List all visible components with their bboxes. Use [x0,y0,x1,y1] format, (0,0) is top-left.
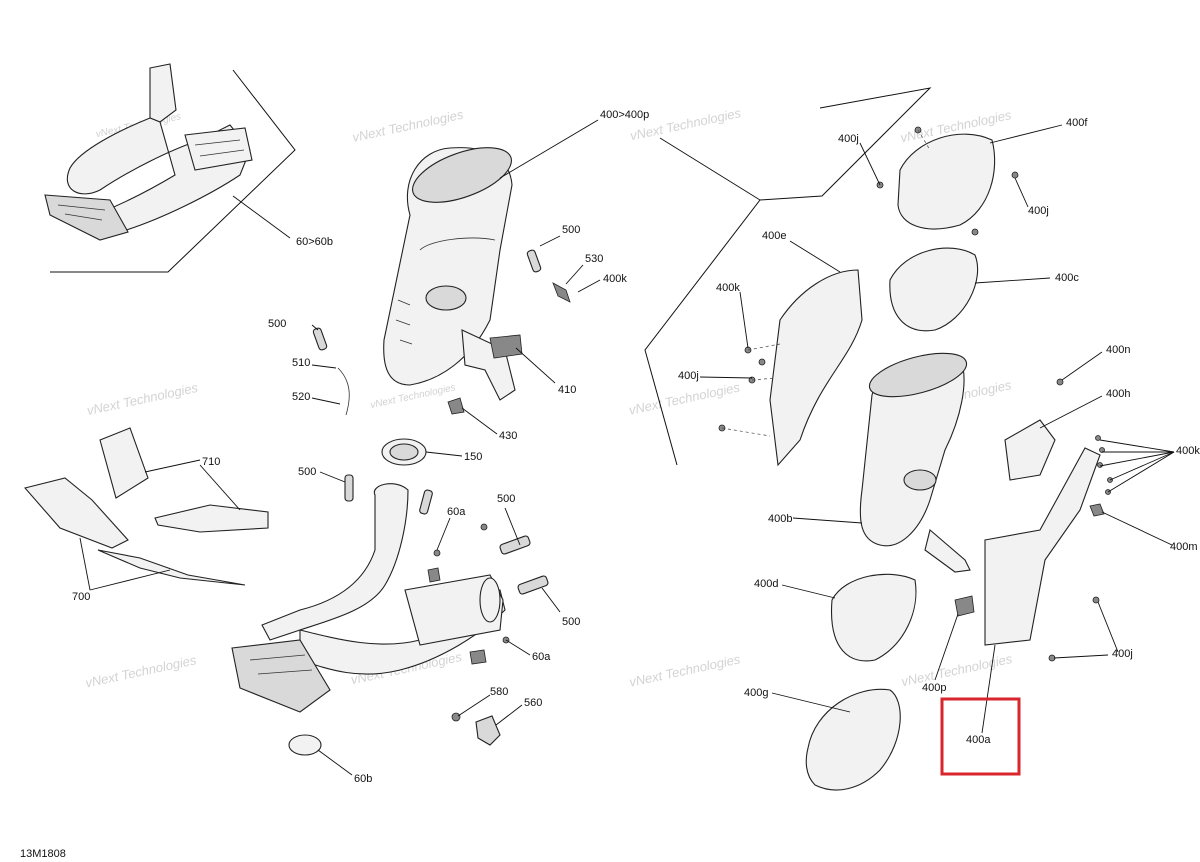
callout-400j: 400j [678,370,699,382]
callout-400k: 400k [603,273,627,285]
callout-400d: 400d [754,578,778,590]
callout-60a: 60a [532,651,551,663]
gasket-150 [381,438,427,466]
muffler-canister [383,147,516,401]
callout-60b: 60b [354,773,372,785]
callout-400g: 400g [744,687,768,699]
dashed-alignment-lines [721,129,931,437]
shield-400c [889,247,979,332]
callout-400c: 400c [1055,272,1079,284]
callout-400k: 400k [716,282,740,294]
callout-labels: 60>60b 400>400p 500 530 400k 500 510 520… [72,109,1200,785]
shield-400a [984,447,1101,646]
callout-400p: 400p [922,682,946,694]
canister-400b [859,352,971,573]
shield-400f [897,133,996,230]
shield-400h [1004,419,1056,481]
callout-500: 500 [298,466,316,478]
shield-400g [805,688,901,791]
callout-60-60b: 60>60b [296,236,333,248]
heat-shield-700 [23,477,246,586]
callout-400e: 400e [762,230,786,242]
callout-710: 710 [202,456,220,468]
callout-60a: 60a [447,506,466,518]
figure-code: 13M1808 [20,848,66,860]
callout-400f: 400f [1066,117,1088,129]
callout-410: 410 [558,384,576,396]
callout-400a: 400a [966,734,991,746]
callout-500: 500 [562,224,580,236]
watermark-text: vNext Technologies [627,379,741,417]
watermark-text: vNext Technologies [84,652,198,690]
inset-exhaust-pipe-assembly [44,63,253,241]
heat-shield-710 [99,427,269,533]
callout-400j: 400j [1112,648,1133,660]
callout-400j: 400j [838,133,859,145]
callout-700: 700 [72,591,90,603]
callout-400k: 400k [1176,445,1200,457]
right-hardware [718,126,1113,662]
watermark-text: vNext Technologies [86,380,200,418]
shield-400d [830,573,917,662]
watermark-text: vNext Technologies [351,107,465,145]
callout-400b: 400b [768,513,792,525]
header-pipe-assembly [231,483,506,713]
callout-510: 510 [292,357,310,369]
callout-500: 500 [268,318,286,330]
callout-400h: 400h [1106,388,1130,400]
springs-and-hardware [288,249,571,756]
watermark-text: vNext Technologies [369,382,456,411]
highlight-box-400a[interactable] [940,697,1021,776]
callout-530: 530 [585,253,603,265]
watermark-text: vNext Technologies [900,651,1014,689]
watermark-text: vNext Technologies [628,651,742,689]
leader-lines [79,119,1175,776]
callout-400-400p: 400>400p [600,109,649,121]
callout-500: 500 [497,493,515,505]
right-frame-lines [644,87,932,466]
callout-500: 500 [562,616,580,628]
callout-150: 150 [464,451,482,463]
callout-430: 430 [499,430,517,442]
callout-400n: 400n [1106,344,1130,356]
callout-580: 580 [490,686,508,698]
inset-frame-60-60b [50,69,296,273]
shield-400e [769,269,863,467]
callout-560: 560 [524,697,542,709]
callout-400m: 400m [1170,541,1198,553]
callout-400j: 400j [1028,205,1049,217]
callout-520: 520 [292,391,310,403]
